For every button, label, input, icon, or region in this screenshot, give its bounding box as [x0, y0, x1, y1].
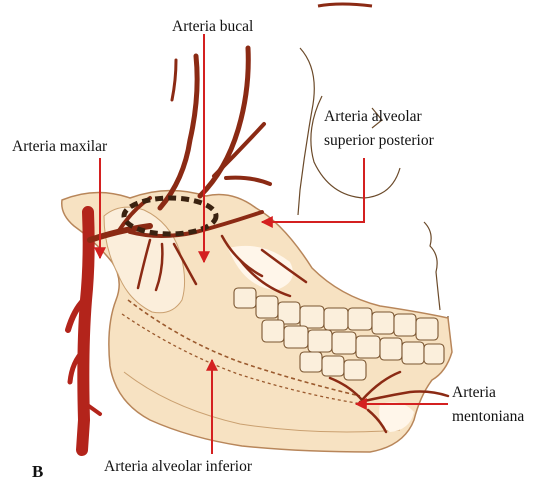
panel-label: B	[32, 462, 43, 482]
arrow-alveolar-sup	[262, 158, 364, 222]
label-arteria-mentoniana-line2: mentoniana	[452, 408, 524, 426]
label-arteria-maxilar: Arteria maxilar	[12, 138, 107, 156]
top-fragment	[318, 4, 372, 6]
label-arteria-alveolar-superior-line2: superior posterior	[324, 132, 434, 150]
label-arteria-bucal: Arteria bucal	[172, 18, 253, 36]
label-arteria-alveolar-superior-line1: Arteria alveolar	[324, 108, 422, 126]
label-arteria-mentoniana-line1: Arteria	[452, 384, 496, 402]
label-arteria-alveolar-inferior: Arteria alveolar inferior	[104, 458, 252, 476]
